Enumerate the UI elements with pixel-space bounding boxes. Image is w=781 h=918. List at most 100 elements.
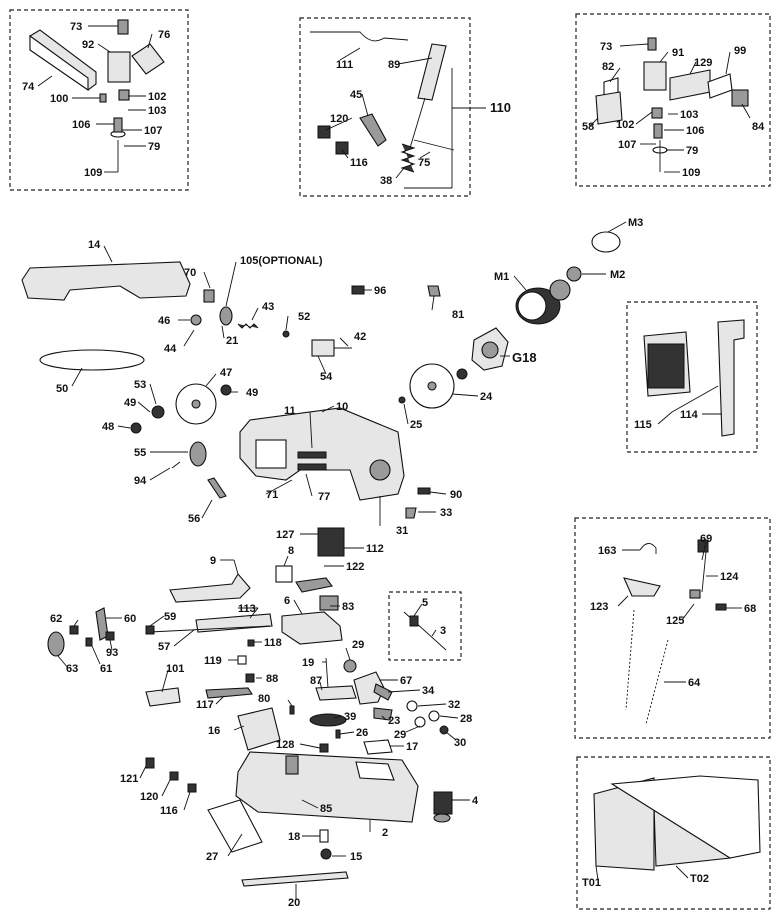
plate-8-part	[275, 565, 293, 583]
washer-29b-part	[414, 716, 426, 728]
block-119-part	[237, 655, 247, 665]
label-93: 93	[106, 647, 118, 659]
bushing-61-part	[85, 637, 93, 647]
label-g18: G18	[512, 350, 537, 365]
plate-17-part	[363, 739, 393, 755]
label-81: 81	[452, 309, 464, 321]
guide-122-part	[295, 577, 333, 593]
part-labels: 73 92 76 74 100 102 103 106 107 79 109 1…	[22, 21, 765, 909]
label-91: 91	[672, 47, 684, 59]
label-5: 5	[422, 597, 428, 609]
nut-93-part	[105, 631, 115, 641]
handwheel-63-part	[47, 631, 65, 657]
label-58: 58	[582, 121, 594, 133]
pin-118-part	[247, 639, 255, 647]
screw-121-part	[145, 757, 155, 769]
label-48: 48	[102, 421, 114, 433]
nut-120b-part	[169, 771, 179, 781]
label-67: 67	[400, 675, 412, 687]
label-27: 27	[206, 851, 218, 863]
label-4: 4	[472, 795, 479, 807]
label-90: 90	[450, 489, 462, 501]
label-60: 60	[124, 613, 136, 625]
connector-96-part	[351, 285, 365, 295]
washer-48-part	[130, 422, 142, 434]
cap-nut-part	[317, 125, 331, 139]
adjust-knob-part	[117, 19, 129, 35]
cable-part	[310, 31, 409, 42]
label-105-optional: 105(OPTIONAL)	[240, 255, 323, 267]
label-46: 46	[158, 315, 170, 327]
label-107: 107	[144, 125, 162, 137]
label-123: 123	[590, 601, 608, 613]
handle-117-part	[205, 687, 253, 699]
label-74: 74	[22, 81, 35, 93]
label-115: 115	[634, 419, 652, 431]
label-63: 63	[66, 663, 78, 675]
inset-box-springs	[574, 517, 771, 739]
gear-39-part	[309, 713, 347, 727]
inset-box-stand	[576, 756, 771, 910]
label-99: 99	[734, 45, 746, 57]
label-44: 44	[164, 343, 177, 355]
label-m3: M3	[628, 217, 643, 229]
nut-62-part	[69, 625, 79, 635]
label-30: 30	[454, 737, 466, 749]
label-116: 116	[350, 157, 368, 169]
fan-m2-part	[566, 266, 582, 282]
guide-block-part	[643, 61, 667, 91]
vise-plate-113-part	[195, 613, 273, 633]
base-87-part	[315, 685, 357, 701]
bushing-59-part	[145, 625, 155, 635]
bracket-114-part	[717, 319, 745, 437]
label-112: 112	[366, 543, 384, 555]
label-114: 114	[680, 409, 699, 421]
washer-46-part	[190, 314, 202, 326]
knob-69-part	[697, 539, 709, 553]
label-m2: M2	[610, 269, 625, 281]
label-117: 117	[196, 699, 214, 711]
label-107-right: 107	[618, 139, 636, 151]
pin-80-part	[289, 705, 295, 715]
label-109-right: 109	[682, 167, 700, 179]
pin-part	[413, 139, 455, 151]
inset-box-head-guide-left	[9, 9, 189, 191]
rod-19-part	[325, 657, 329, 689]
bracket-99-part	[707, 73, 733, 99]
label-57: 57	[158, 641, 170, 653]
pin-26-part	[335, 729, 341, 739]
label-110: 110	[490, 100, 511, 115]
bolt-106-part	[653, 123, 663, 139]
spring-part	[400, 143, 416, 173]
label-125: 125	[666, 615, 684, 627]
knob-105-part	[219, 306, 233, 326]
small-block-part	[118, 89, 130, 101]
label-11: 11	[284, 405, 296, 417]
bolt-68-part	[715, 603, 727, 611]
label-6: 6	[284, 595, 290, 607]
label-59: 59	[164, 611, 176, 623]
bushing-53-part	[151, 405, 165, 419]
inset-box-head-guide-right	[575, 13, 771, 187]
inset-box-lift-cylinder	[299, 17, 471, 197]
label-122: 122	[346, 561, 364, 573]
nut-52-part	[282, 330, 290, 338]
bracket-123-part	[623, 577, 661, 597]
guide-bracket-part	[107, 51, 131, 83]
label-80: 80	[258, 693, 270, 705]
vise-jaw-6-part	[281, 611, 343, 645]
clip-33-part	[405, 507, 417, 519]
hook-163-part	[639, 543, 657, 554]
nut-88-part	[245, 673, 255, 683]
inset-box-control-box	[626, 301, 758, 453]
label-76: 76	[158, 29, 170, 41]
label-23: 23	[388, 715, 400, 727]
bar-20-part	[241, 871, 349, 887]
washer-g18-part	[456, 368, 468, 380]
blade-band-part	[39, 349, 145, 371]
label-21: 21	[226, 335, 238, 347]
label-14: 14	[88, 239, 101, 251]
guide-plate-part	[131, 43, 165, 75]
label-127: 127	[276, 529, 294, 541]
label-43: 43	[262, 301, 274, 313]
